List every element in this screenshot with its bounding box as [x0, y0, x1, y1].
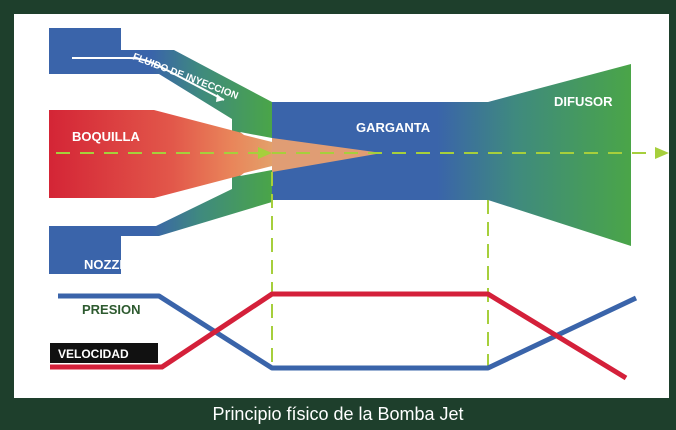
throat-diffuser-body — [272, 64, 631, 246]
nozzle-axis-arrowhead — [258, 147, 272, 159]
injection-flow-arrowhead — [216, 94, 224, 102]
diagram-panel: FLUIDO DE INYECCION BOQUILLA GARGANTA DI… — [14, 14, 669, 398]
injection-flow-arrow — [72, 57, 225, 101]
velocity-label-box — [50, 343, 158, 363]
diffuser-label: DIFUSOR — [554, 94, 613, 109]
upper-inlet — [49, 28, 272, 142]
figure-caption: Principio físico de la Bomba Jet — [212, 403, 464, 424]
jet-pump-diagram: FLUIDO DE INYECCION BOQUILLA GARGANTA DI… — [49, 28, 669, 381]
pressure-curve — [58, 293, 638, 371]
jet-cone — [272, 138, 382, 172]
pressure-label: PRESION — [82, 302, 141, 317]
throat-label: GARGANTA — [356, 120, 431, 135]
velocity-curve — [50, 291, 628, 381]
nozzle-label-en: NOZZLE — [84, 257, 136, 272]
velocity-label: VELOCIDAD — [58, 347, 129, 361]
lower-inlet — [49, 166, 272, 274]
center-axis-arrowhead — [655, 147, 669, 159]
nozzle-label-es: BOQUILLA — [72, 129, 140, 144]
